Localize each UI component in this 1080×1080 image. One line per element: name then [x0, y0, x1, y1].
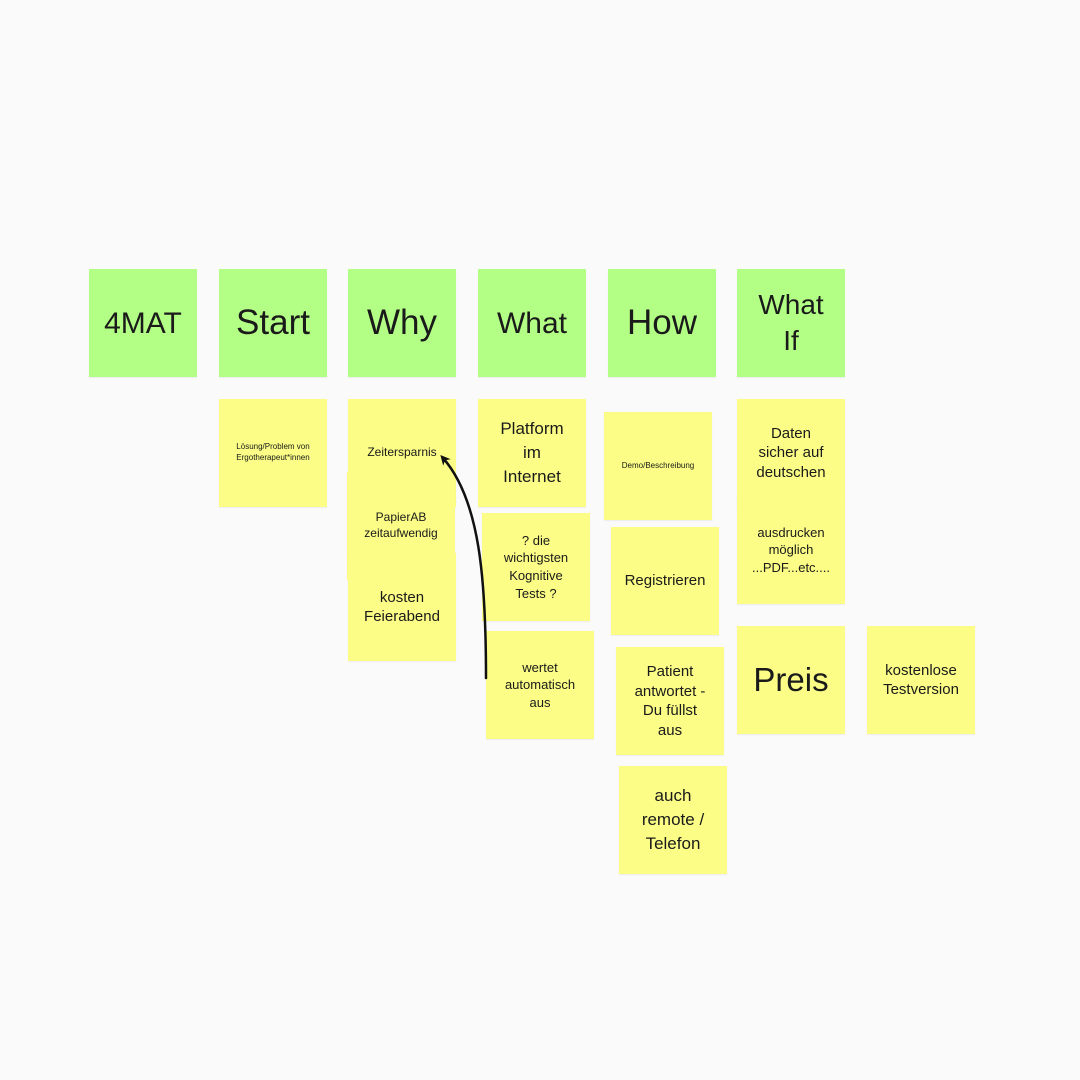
note-kognitive-tests[interactable]: ? die wichtigsten Kognitive Tests ?: [482, 513, 590, 621]
note-text: What: [496, 306, 568, 340]
note-text: Registrieren: [624, 572, 706, 590]
note-loesung-problem[interactable]: Lösung/Problem von Ergotherapeut*innen: [219, 399, 327, 507]
note-ausdrucken-moeglich[interactable]: ausdrucken möglich ...PDF...etc....: [737, 496, 845, 604]
note-text: kosten Feierabend: [364, 588, 440, 626]
note-text: ausdrucken möglich ...PDF...etc....: [751, 524, 831, 575]
note-text: Patient antwortet - Du füllst aus: [634, 663, 706, 739]
note-text: kostenlose Testversion: [883, 661, 959, 699]
note-kosten-feierabend[interactable]: kosten Feierabend: [348, 553, 456, 661]
note-wertet-automatisch[interactable]: wertet automatisch aus: [486, 631, 594, 739]
note-demo-beschreibung[interactable]: Demo/Beschreibung: [604, 412, 712, 520]
note-text: 4MAT: [104, 306, 182, 340]
note-header-4mat[interactable]: 4MAT: [89, 269, 197, 377]
note-auch-remote[interactable]: auch remote / Telefon: [619, 766, 727, 874]
note-text: wertet automatisch aus: [504, 659, 576, 710]
note-text: Start: [236, 302, 310, 342]
note-text: Daten sicher auf deutschen: [756, 424, 826, 481]
note-platform-internet[interactable]: Platform im Internet: [478, 399, 586, 507]
note-daten-sicher[interactable]: Daten sicher auf deutschen: [737, 399, 845, 507]
note-registrieren[interactable]: Registrieren: [611, 527, 719, 635]
note-text: What If: [758, 288, 824, 356]
note-text: Preis: [753, 661, 829, 699]
note-text: ? die wichtigsten Kognitive Tests ?: [503, 532, 569, 601]
note-text: PapierAB zeitaufwendig: [364, 510, 438, 540]
note-text: Zeitersparnis: [367, 445, 437, 460]
note-header-why[interactable]: Why: [348, 269, 456, 377]
note-text: Why: [367, 302, 437, 342]
note-patient-antwortet[interactable]: Patient antwortet - Du füllst aus: [616, 647, 724, 755]
note-header-how[interactable]: How: [608, 269, 716, 377]
note-header-what[interactable]: What: [478, 269, 586, 377]
note-header-what-if[interactable]: What If: [737, 269, 845, 377]
note-preis[interactable]: Preis: [737, 626, 845, 734]
note-text: Demo/Beschreibung: [621, 460, 695, 470]
note-header-start[interactable]: Start: [219, 269, 327, 377]
note-text: Platform im Internet: [500, 419, 564, 486]
note-text: Lösung/Problem von Ergotherapeut*innen: [236, 442, 310, 462]
note-text: How: [626, 302, 698, 342]
note-kostenlose-testversion[interactable]: kostenlose Testversion: [867, 626, 975, 734]
note-text: auch remote / Telefon: [641, 786, 705, 853]
